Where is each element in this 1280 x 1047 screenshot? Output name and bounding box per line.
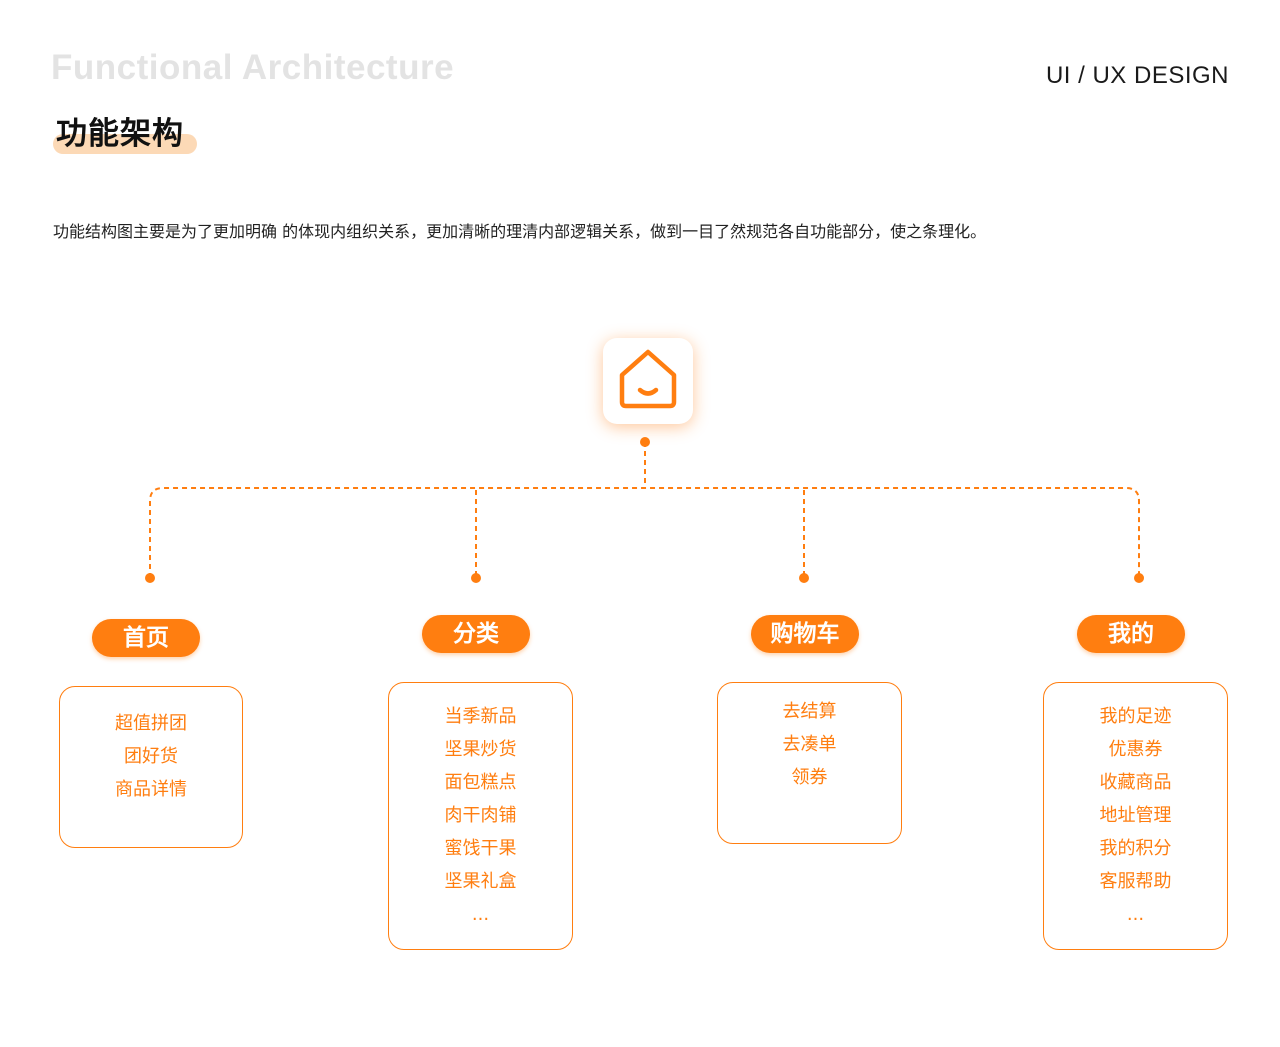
list-item: 面包糕点 bbox=[444, 772, 517, 793]
branch-box-category: 当季新品 坚果炒货 面包糕点 肉干肉铺 蜜饯干果 坚果礼盒 ... bbox=[388, 682, 573, 950]
branch-dot-4 bbox=[1134, 573, 1144, 583]
list-item: 去结算 bbox=[782, 701, 837, 722]
list-item-more: ... bbox=[1126, 904, 1145, 925]
list-item: 我的足迹 bbox=[1099, 706, 1172, 727]
branch-label-category: 分类 bbox=[422, 615, 530, 653]
branch-dot-2 bbox=[471, 573, 481, 583]
list-item: 我的积分 bbox=[1099, 838, 1172, 859]
home-smile-icon bbox=[619, 349, 677, 409]
branch-dot-3 bbox=[799, 573, 809, 583]
list-item: 坚果炒货 bbox=[444, 739, 517, 760]
title-highlight-bar bbox=[53, 134, 197, 154]
list-item: 优惠券 bbox=[1108, 739, 1163, 760]
brand-label: UI / UX DESIGN bbox=[1045, 62, 1229, 89]
list-item: 收藏商品 bbox=[1099, 772, 1172, 793]
branch-label-mine: 我的 bbox=[1077, 615, 1185, 653]
list-item: 商品详情 bbox=[115, 779, 187, 800]
title-chinese: 功能架构 bbox=[56, 116, 184, 152]
branch-box-mine: 我的足迹 优惠券 收藏商品 地址管理 我的积分 客服帮助 ... bbox=[1043, 682, 1228, 950]
branch-box-cart: 去结算 去凑单 领券 bbox=[717, 682, 902, 844]
title-english: Functional Architecture bbox=[51, 48, 455, 87]
list-item: 团好货 bbox=[124, 746, 178, 767]
root-app-card bbox=[603, 338, 693, 424]
list-item: 蜜饯干果 bbox=[444, 838, 517, 859]
horizontal-connector bbox=[149, 487, 1140, 578]
branch-box-home: 超值拼团 团好货 商品详情 bbox=[59, 686, 243, 848]
list-item: 客服帮助 bbox=[1099, 871, 1172, 892]
list-item: 地址管理 bbox=[1099, 805, 1172, 826]
list-item: 肉干肉铺 bbox=[444, 805, 517, 826]
list-item: 当季新品 bbox=[444, 706, 517, 727]
list-item: 超值拼团 bbox=[115, 713, 187, 734]
list-item-more: ... bbox=[471, 904, 490, 925]
branch-dot-1 bbox=[145, 573, 155, 583]
branch-label-home: 首页 bbox=[92, 619, 200, 657]
branch-label-cart: 购物车 bbox=[751, 615, 859, 653]
root-dot bbox=[640, 437, 650, 447]
list-item: 去凑单 bbox=[782, 734, 837, 755]
list-item: 坚果礼盒 bbox=[444, 871, 517, 892]
title-chinese-block: 功能架构 bbox=[53, 108, 197, 154]
description-text: 功能结构图主要是为了更加明确 的体现内组织关系，更加清晰的理清内部逻辑关系，做到… bbox=[53, 222, 987, 241]
list-item: 领券 bbox=[791, 767, 828, 788]
